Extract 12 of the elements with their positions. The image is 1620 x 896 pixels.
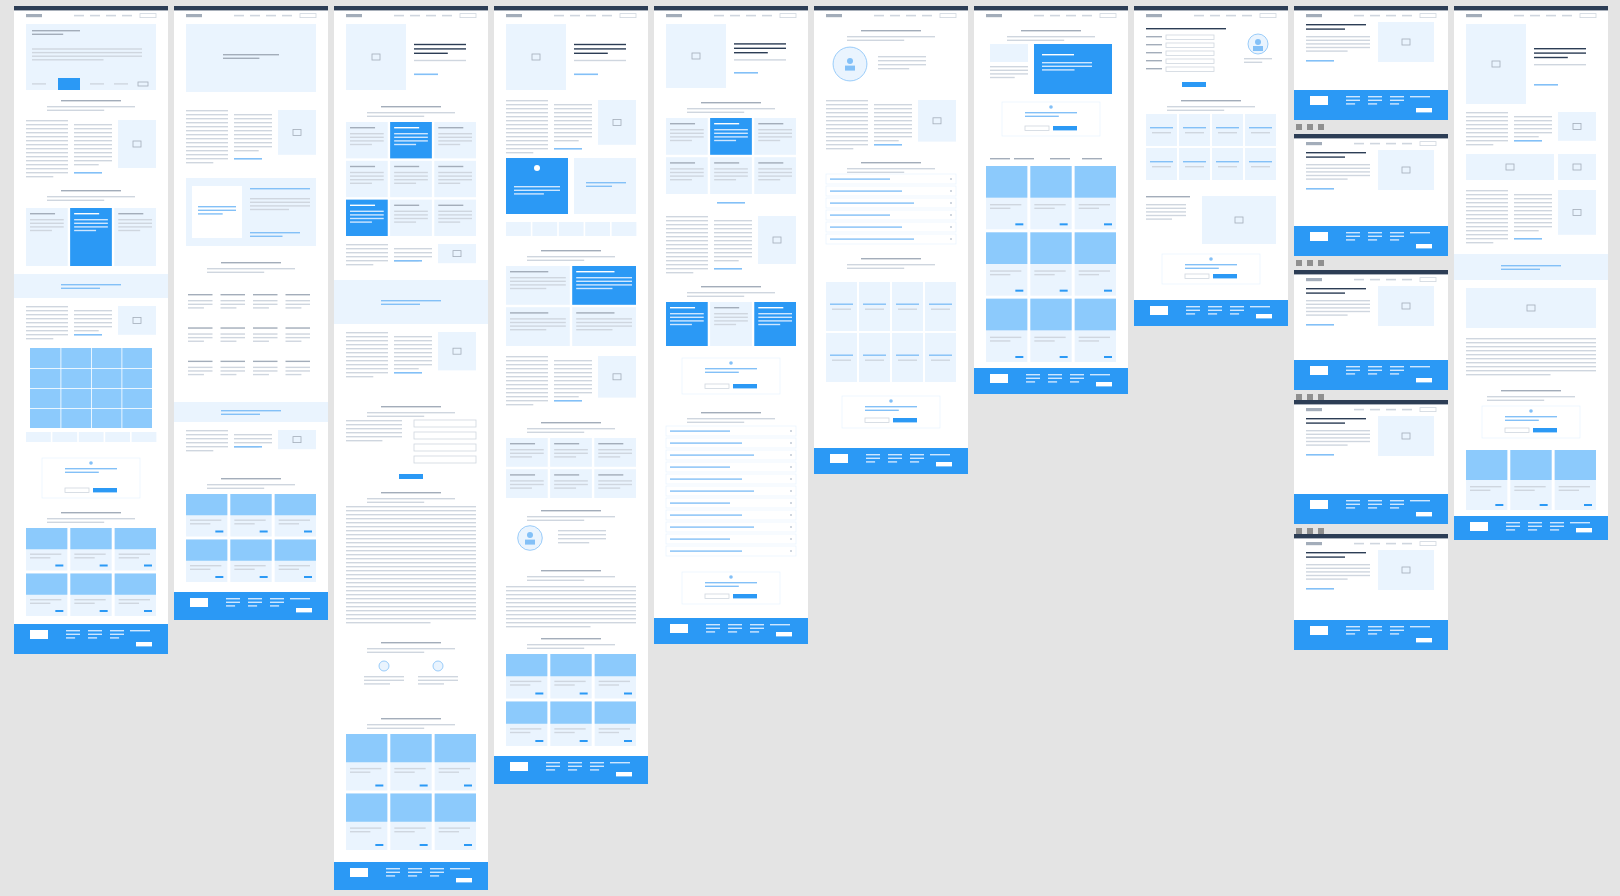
page-wireframe <box>174 6 328 620</box>
page-wireframe <box>1294 270 1448 390</box>
page-wireframe <box>1294 134 1448 256</box>
page-wireframe <box>494 6 648 784</box>
page-wireframe <box>14 6 168 654</box>
page-wireframe <box>1294 400 1448 524</box>
page-wireframe <box>814 6 968 474</box>
page-wireframe <box>974 6 1128 394</box>
page-wireframe <box>1134 6 1288 326</box>
page-wireframe <box>1294 6 1448 120</box>
page-wireframe <box>1294 534 1448 650</box>
page-wireframe <box>334 6 488 890</box>
